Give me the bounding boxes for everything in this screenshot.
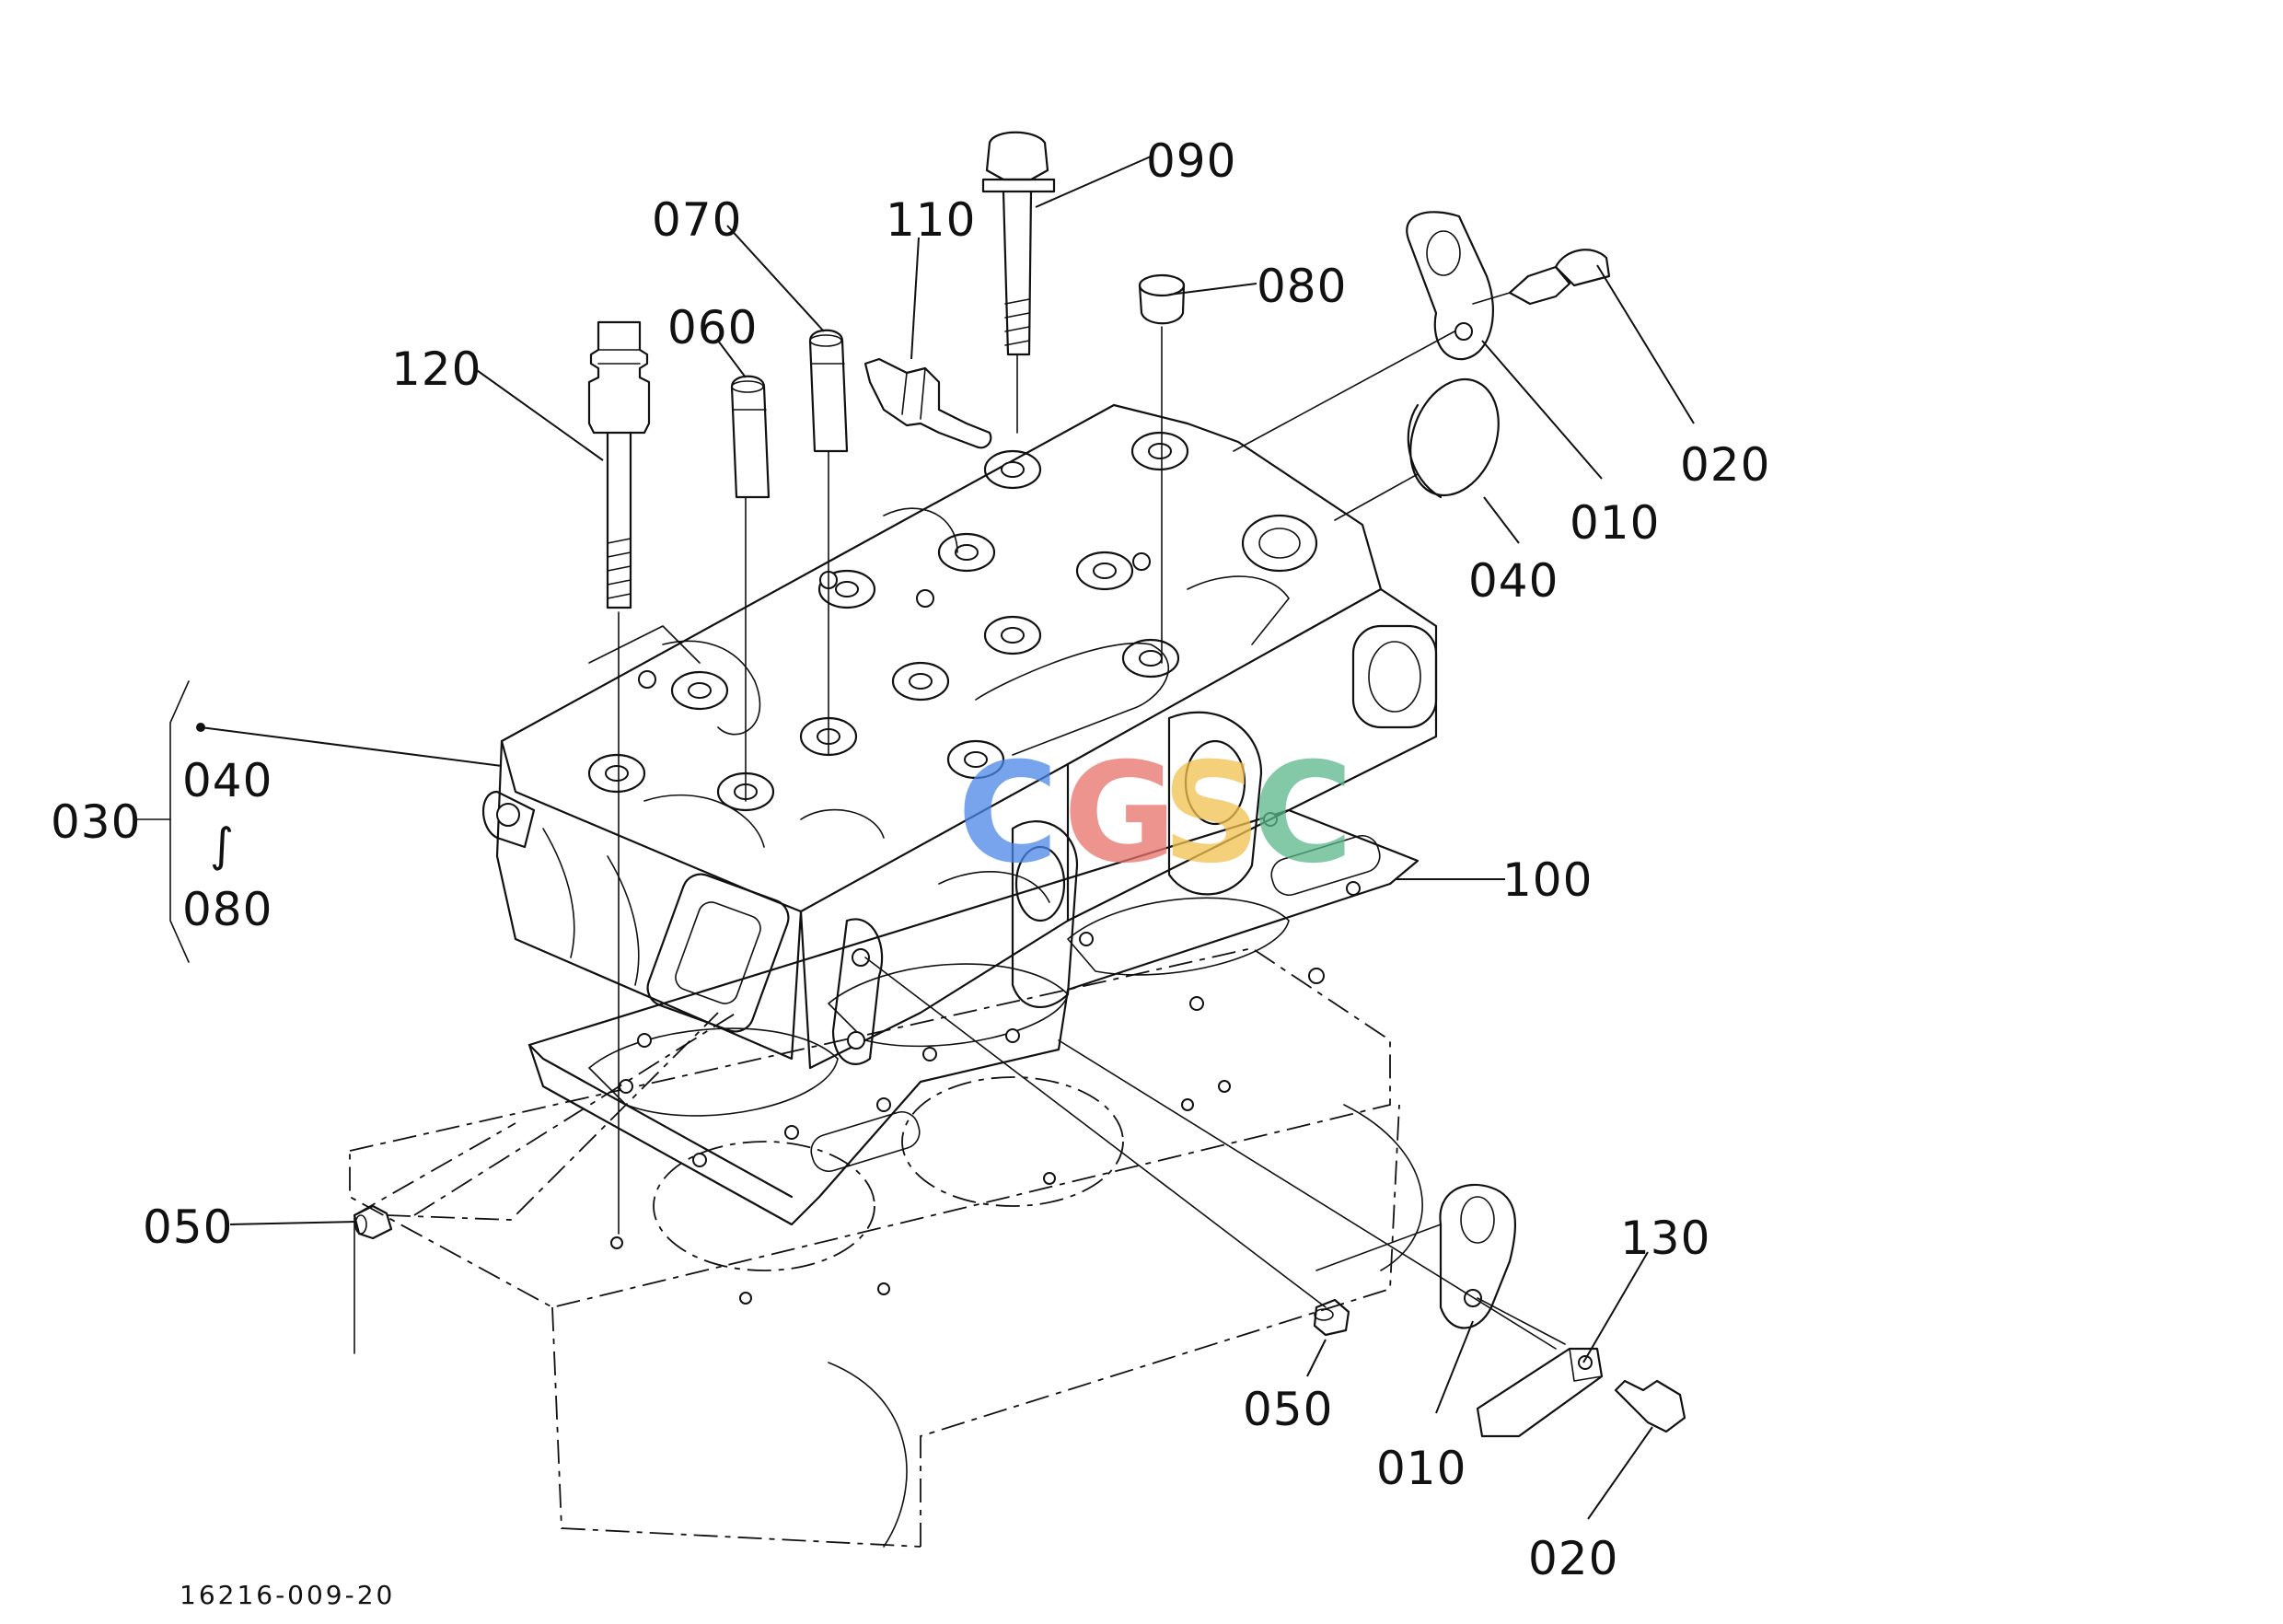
- part-110-sensor: [863, 357, 992, 449]
- callout-010-bottom: 010: [1376, 1442, 1466, 1495]
- callout-030: 030: [51, 795, 141, 849]
- callout-080-top: 080: [1257, 260, 1347, 313]
- drawing-reference-code: 16216-009-20: [180, 1580, 395, 1610]
- part-050-plug-left: [353, 1204, 393, 1240]
- callout-130: 130: [1620, 1212, 1710, 1265]
- callout-030-range-to: 080: [182, 883, 272, 936]
- watermark-letter-3: S: [1162, 734, 1261, 894]
- part-020-bolt-bottom: [1614, 1379, 1686, 1433]
- callout-010-top: 010: [1570, 496, 1660, 550]
- callout-030-range-tilde: ∫: [210, 818, 235, 872]
- callout-060: 060: [667, 301, 758, 354]
- callout-040: 040: [1468, 554, 1559, 608]
- watermark-letter-1: C: [957, 734, 1059, 894]
- part-060-valve-guide: [730, 375, 771, 499]
- part-090-bolt: [981, 131, 1056, 356]
- part-010-hanger-bottom: [1439, 1183, 1517, 1329]
- callout-labels: 090 070 110 080 060 120 020 010 040 030 …: [51, 134, 1770, 1585]
- assembly-guide-lines: [353, 292, 1566, 1354]
- callout-030-range-from: 040: [182, 754, 272, 807]
- part-050-plug-right: [1313, 1298, 1350, 1337]
- head-gasket: [527, 808, 1420, 1226]
- callout-070: 070: [652, 193, 742, 247]
- part-020-bolt-top: [1508, 249, 1611, 306]
- callout-090: 090: [1146, 134, 1236, 188]
- callout-020-top: 020: [1680, 438, 1770, 492]
- callout-120: 120: [391, 342, 481, 396]
- part-120-stud: [587, 320, 651, 609]
- leader-lines: [196, 156, 1695, 1520]
- callout-050-right: 050: [1243, 1383, 1333, 1436]
- watermark-letter-2: G: [1063, 734, 1176, 894]
- part-040-plug: [1407, 377, 1500, 499]
- cylinder-block-outline: [349, 947, 1423, 1548]
- callout-100: 100: [1502, 853, 1593, 907]
- watermark-letter-4: C: [1252, 734, 1353, 894]
- part-080-seal: [1138, 273, 1186, 325]
- part-010-hanger-top: [1406, 211, 1494, 361]
- assembly-030-bracket: [133, 680, 190, 963]
- part-070-valve-guide: [808, 329, 849, 453]
- callout-050-left: 050: [143, 1201, 233, 1254]
- part-130-plate: [1476, 1347, 1604, 1438]
- watermark-logo: C G S C: [957, 734, 1353, 894]
- callout-110: 110: [886, 193, 976, 247]
- callout-020-bottom: 020: [1528, 1532, 1618, 1585]
